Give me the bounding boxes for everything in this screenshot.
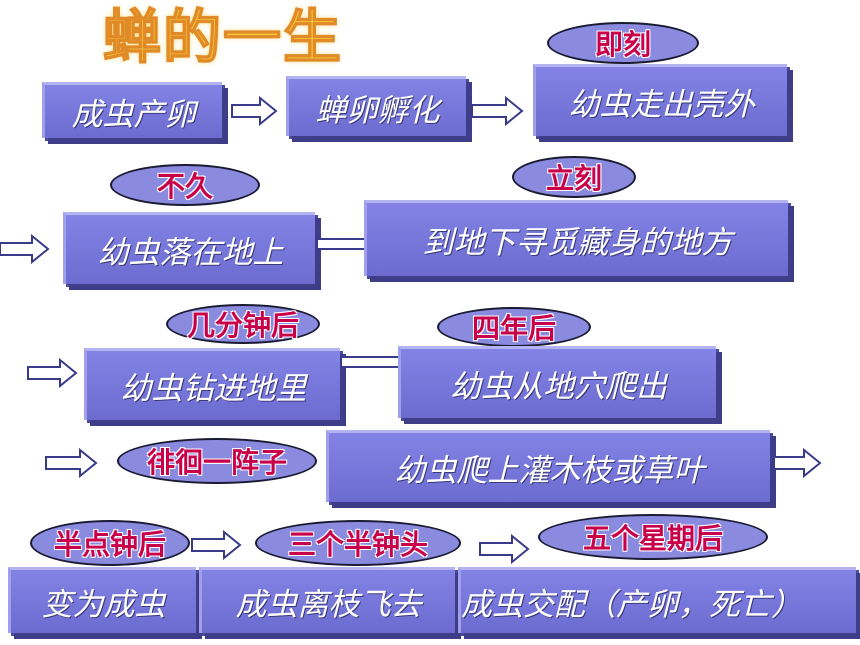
label-lingers-a-while: 徘徊一阵子 xyxy=(117,438,317,484)
arrow-icon xyxy=(191,530,242,560)
label-immediately: 即刻 xyxy=(547,22,699,64)
step-eggs-hatch: 蝉卵孵化 xyxy=(286,76,466,136)
arrow-icon xyxy=(231,96,278,126)
label-soon: 不久 xyxy=(110,164,260,206)
step-climbs-shrub: 幼虫爬上灌木枝或草叶 xyxy=(326,430,770,502)
step-larva-drops-to-ground: 幼虫落在地上 xyxy=(63,212,315,284)
label-four-years-later: 四年后 xyxy=(437,307,591,347)
arrow-icon xyxy=(479,534,530,564)
label-five-weeks-later: 五个星期后 xyxy=(538,514,768,560)
diagram-title: 蝉的一生 xyxy=(102,3,344,71)
step-larva-emerges: 幼虫从地穴爬出 xyxy=(398,346,716,418)
step-becomes-adult: 变为成虫 xyxy=(8,567,196,633)
arrow-icon xyxy=(773,448,822,478)
arrow-icon xyxy=(0,234,50,264)
step-larva-leaves-shell: 幼虫走出壳外 xyxy=(533,64,787,136)
arrow-icon xyxy=(45,448,98,478)
step-adult-lays-eggs: 成虫产卵 xyxy=(42,82,222,138)
step-larva-burrows: 幼虫钻进地里 xyxy=(84,348,340,420)
label-few-minutes-later: 几分钟后 xyxy=(166,304,320,344)
label-half-hour-later: 半点钟后 xyxy=(30,520,190,566)
label-three-and-half-hours: 三个半钟头 xyxy=(255,520,461,566)
connector-line xyxy=(340,356,400,368)
step-adult-mates: 成虫交配（产卵，死亡） xyxy=(458,567,856,633)
arrow-icon xyxy=(27,358,78,388)
arrow-icon xyxy=(471,96,524,126)
step-seeks-hiding-place: 到地下寻觅藏身的地方 xyxy=(364,200,788,276)
label-at-once: 立刻 xyxy=(512,156,636,198)
step-adult-flies-away: 成虫离枝飞去 xyxy=(199,567,455,633)
connector-line xyxy=(316,238,366,250)
